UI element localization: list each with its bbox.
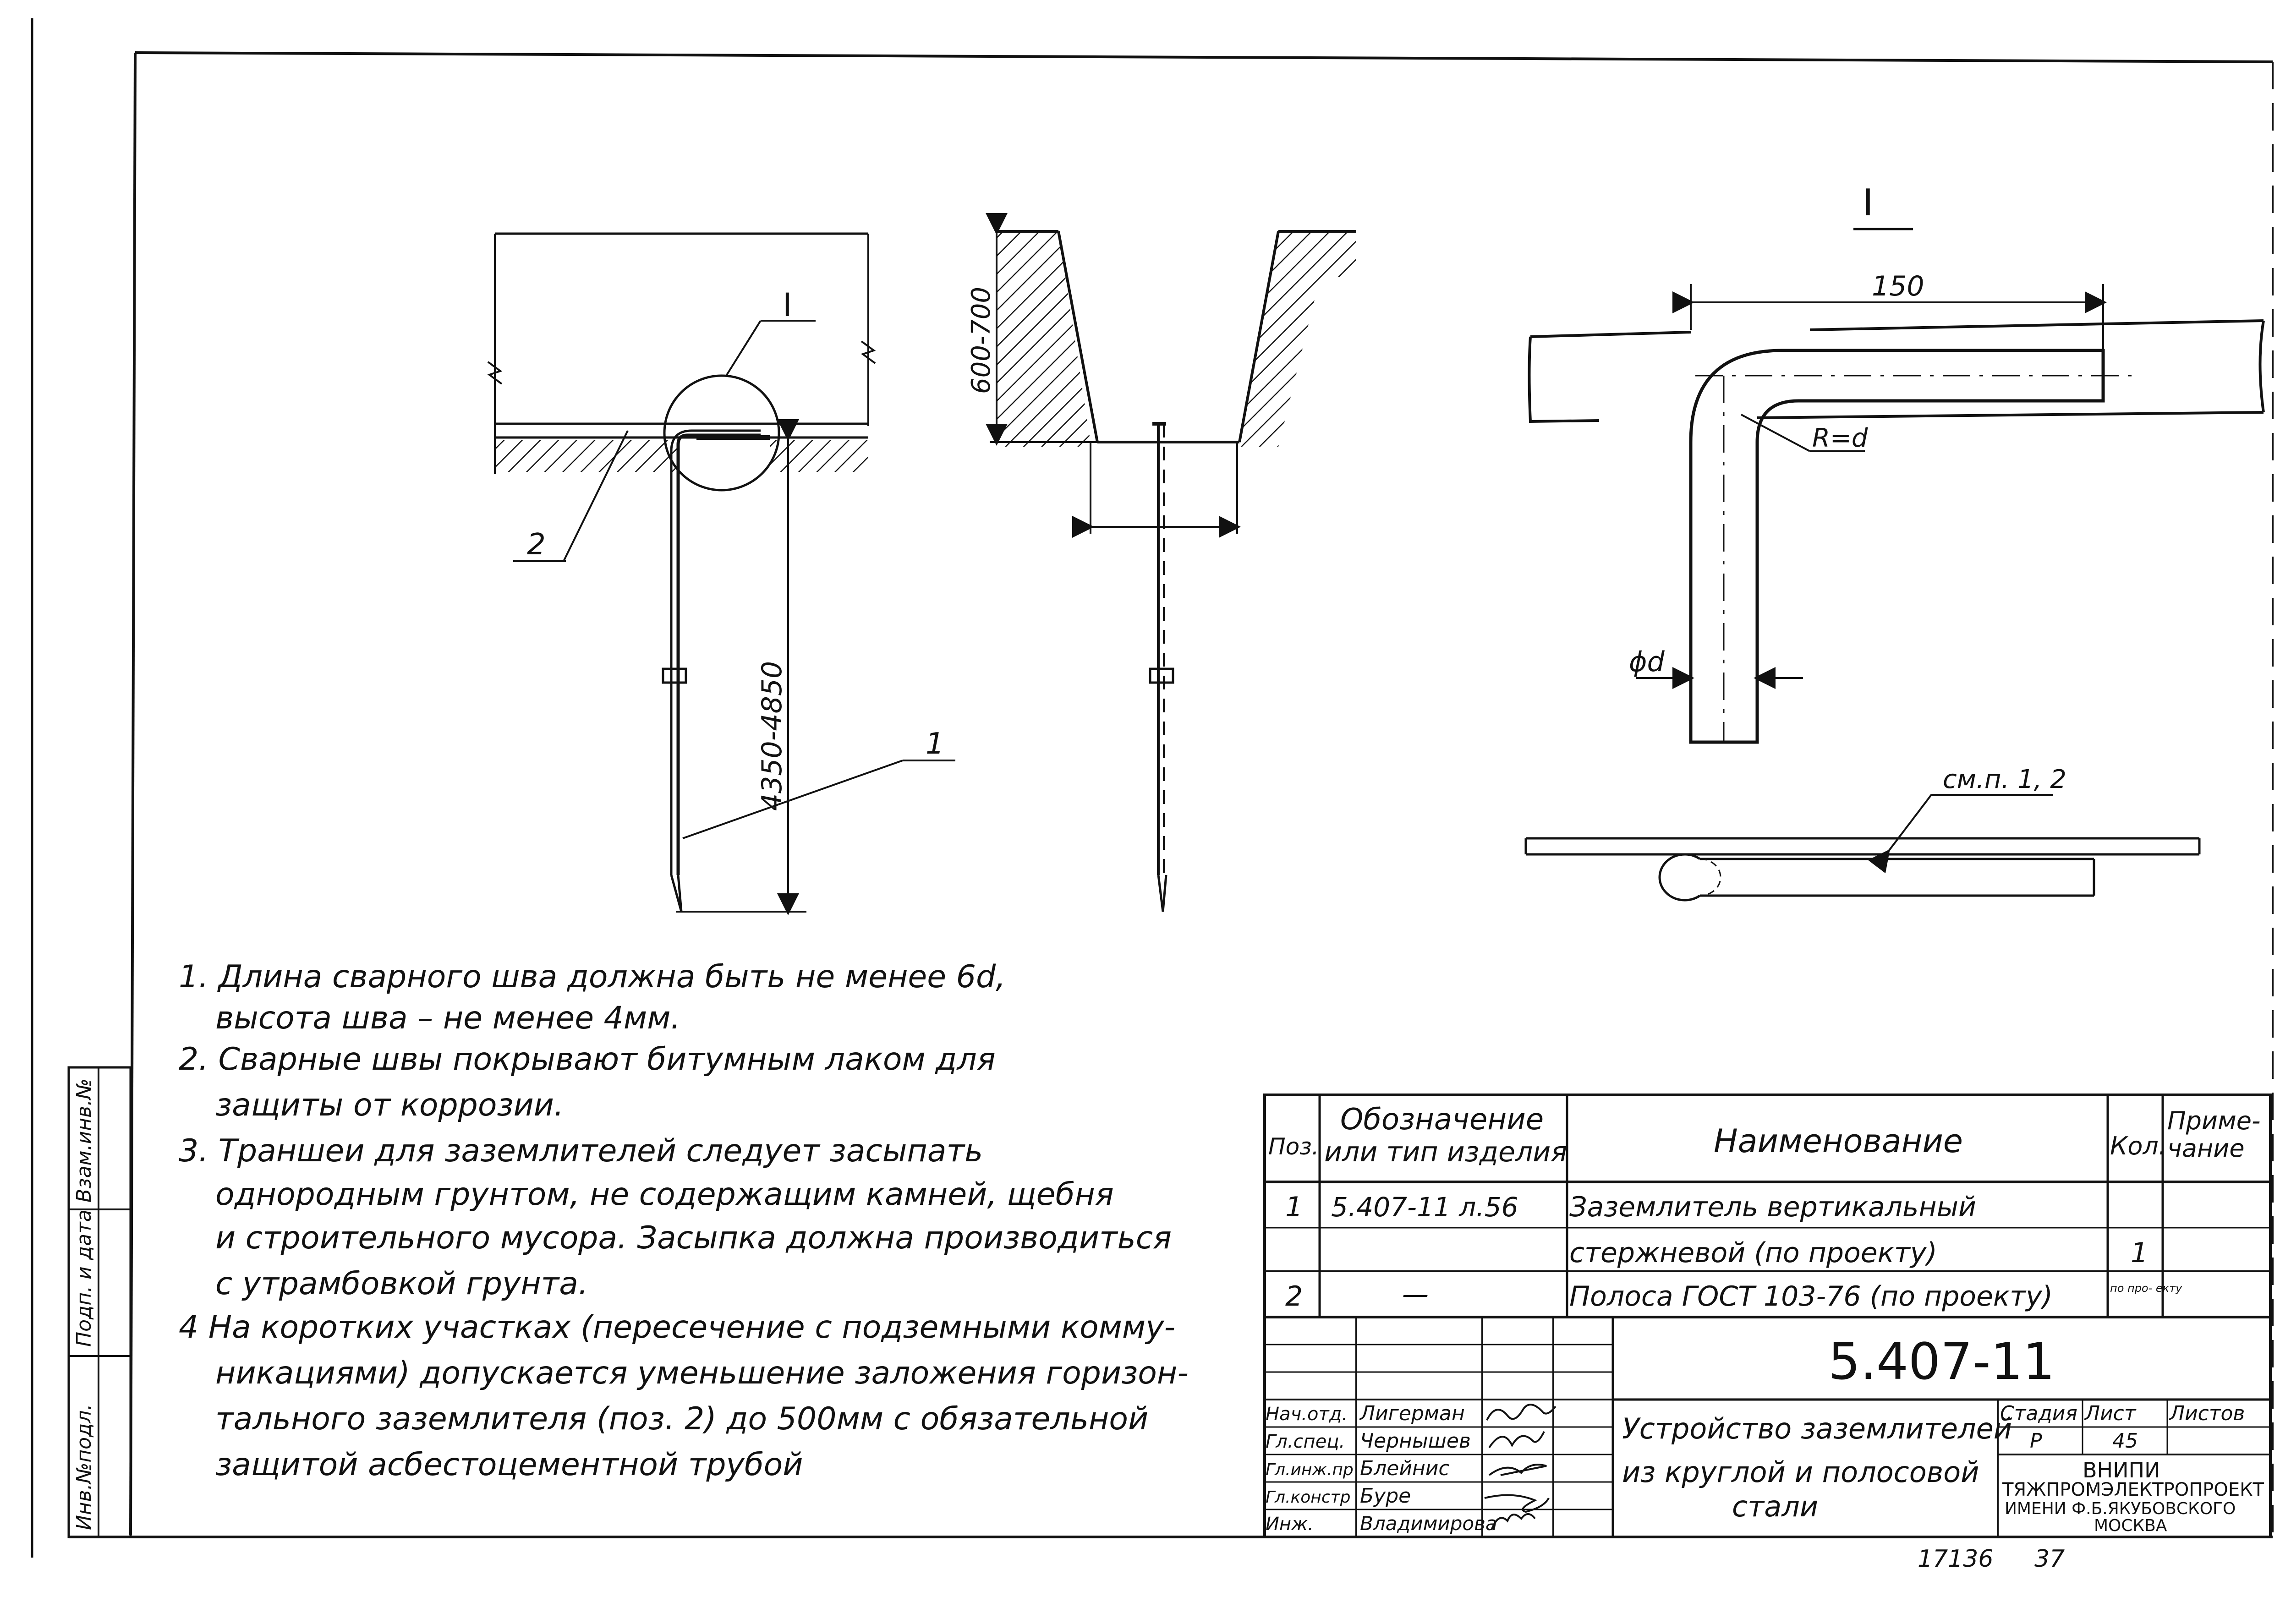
- dim-150-label: 150: [1872, 270, 1924, 302]
- staff-role: Инж.: [1266, 1514, 1314, 1535]
- title-block: 5.407-11 Нач.отд. Лигерман Гл.спец. Черн…: [1263, 1316, 2272, 1538]
- col-header-qty: Кол.: [2110, 1132, 2166, 1160]
- callout-2-label: 2: [527, 528, 546, 562]
- sheet-value: 45: [2112, 1429, 2138, 1453]
- staff-role: Нач.отд.: [1266, 1404, 1348, 1425]
- table-cell-designation: —: [1402, 1279, 1429, 1310]
- note-line: 4 На коротких участках (пересечение с по…: [179, 1309, 1175, 1345]
- col-header-name: Наименование: [1714, 1122, 1963, 1160]
- detail-title-mark: I: [1863, 181, 1874, 224]
- detail-mark-label: I: [783, 286, 792, 324]
- view-elevation: 4350-4850 I 2 1: [487, 232, 955, 915]
- drawing-title: Устройство заземлителей: [1622, 1412, 2012, 1445]
- table-cell-name: Заземлитель вертикальный: [1569, 1191, 1976, 1223]
- stage-label: Стадия: [2000, 1402, 2077, 1425]
- org-name: МОСКВА: [2094, 1516, 2167, 1535]
- note-line: никациями) допускается уменьшение заложе…: [215, 1355, 1189, 1391]
- dim-length-label: 4350-4850: [756, 661, 788, 811]
- org-name: ТЯЖПРОМЭЛЕКТРОПРОЕКТ: [2002, 1479, 2264, 1500]
- table-cell-qty: по про- екту: [2110, 1282, 2182, 1295]
- drawing-title: из круглой и полосовой: [1622, 1455, 1979, 1489]
- org-name: ВНИПИ: [2083, 1458, 2160, 1482]
- archive-number: 17136: [1918, 1545, 1993, 1573]
- spec-table: Поз. Обозначение или тип изделия Наимено…: [1263, 1094, 2272, 1318]
- note-line: защитой асбестоцементной трубой: [215, 1447, 803, 1483]
- doc-number: 5.407-11: [1828, 1332, 2055, 1391]
- weld-ref-label: см.п. 1, 2: [1943, 765, 2066, 794]
- note-line: тального заземлителя (поз. 2) до 500мм с…: [215, 1401, 1148, 1437]
- diameter-label: ϕd: [1629, 646, 1665, 678]
- view-detail-I: I 150 R=d ϕd см.п. 1, 2: [1524, 181, 2265, 902]
- col-header-note: чание: [2167, 1134, 2245, 1163]
- table-cell-pos: 1: [1285, 1191, 1303, 1223]
- table-cell-name: стержневой (по проекту): [1569, 1237, 1937, 1269]
- staff-name: Чернышев: [1360, 1429, 1471, 1453]
- drawing-title: стали: [1732, 1490, 1818, 1523]
- note-line: и строительного мусора. Засыпка должна п…: [215, 1220, 1172, 1256]
- staff-name: Лигерман: [1359, 1402, 1465, 1425]
- stamp-inv-no: Инв.№подл.: [72, 1404, 96, 1530]
- stamp-sign-date: Подп. и дата: [72, 1209, 96, 1347]
- note-line: 3. Траншеи для заземлителей следует засы…: [179, 1133, 983, 1169]
- radius-label: R=d: [1812, 423, 1868, 453]
- view-trench-section: 600-700: [966, 213, 1356, 912]
- table-cell-pos: 2: [1285, 1280, 1303, 1312]
- note-line: однородным грунтом, не содержащим камней…: [215, 1176, 1114, 1213]
- col-header-designation: или тип изделия: [1324, 1136, 1567, 1168]
- staff-name: Владимирова: [1360, 1512, 1497, 1535]
- table-cell-designation: 5.407-11 л.56: [1331, 1192, 1518, 1223]
- sheet-label: Лист: [2084, 1402, 2137, 1425]
- note-line: с утрамбовкой грунта.: [215, 1266, 588, 1302]
- note-line: 1. Длина сварного шва должна быть не мен…: [179, 959, 1006, 995]
- table-cell-name: Полоса ГОСТ 103-76 (по проекту): [1569, 1280, 2053, 1312]
- stamp-replace-inv: Взам.инв.№: [72, 1078, 96, 1203]
- stage-value: Р: [2030, 1429, 2042, 1453]
- dim-depth-label: 600-700: [966, 287, 996, 394]
- side-stamp: Инв.№подл. Подп. и дата Взам.инв.№: [67, 1066, 132, 1538]
- staff-name: Буре: [1360, 1484, 1411, 1508]
- sheets-label: Листов: [2169, 1402, 2245, 1425]
- col-header-note: Приме-: [2167, 1106, 2260, 1135]
- table-cell-qty: 1: [2131, 1237, 2148, 1269]
- notes-block: 1. Длина сварного шва должна быть не мен…: [179, 959, 1189, 1483]
- page-number: 37: [2034, 1545, 2065, 1573]
- col-header-designation: Обозначение: [1340, 1103, 1544, 1137]
- org-name: ИМЕНИ Ф.Б.ЯКУБОВСКОГО: [2005, 1499, 2236, 1518]
- staff-role: Гл.инж.пр: [1266, 1460, 1354, 1479]
- staff-role: Гл.констр: [1266, 1488, 1350, 1507]
- staff-name: Блейнис: [1360, 1457, 1450, 1480]
- signatures: [1484, 1404, 1557, 1531]
- callout-1-label: 1: [926, 727, 944, 761]
- note-line: высота шва – не менее 4мм.: [215, 1000, 680, 1036]
- col-header-pos: Поз.: [1268, 1133, 1319, 1160]
- staff-role: Гл.спец.: [1266, 1431, 1345, 1452]
- note-line: защиты от коррозии.: [215, 1087, 564, 1123]
- note-line: 2. Сварные швы покрывают битумным лаком …: [179, 1041, 996, 1077]
